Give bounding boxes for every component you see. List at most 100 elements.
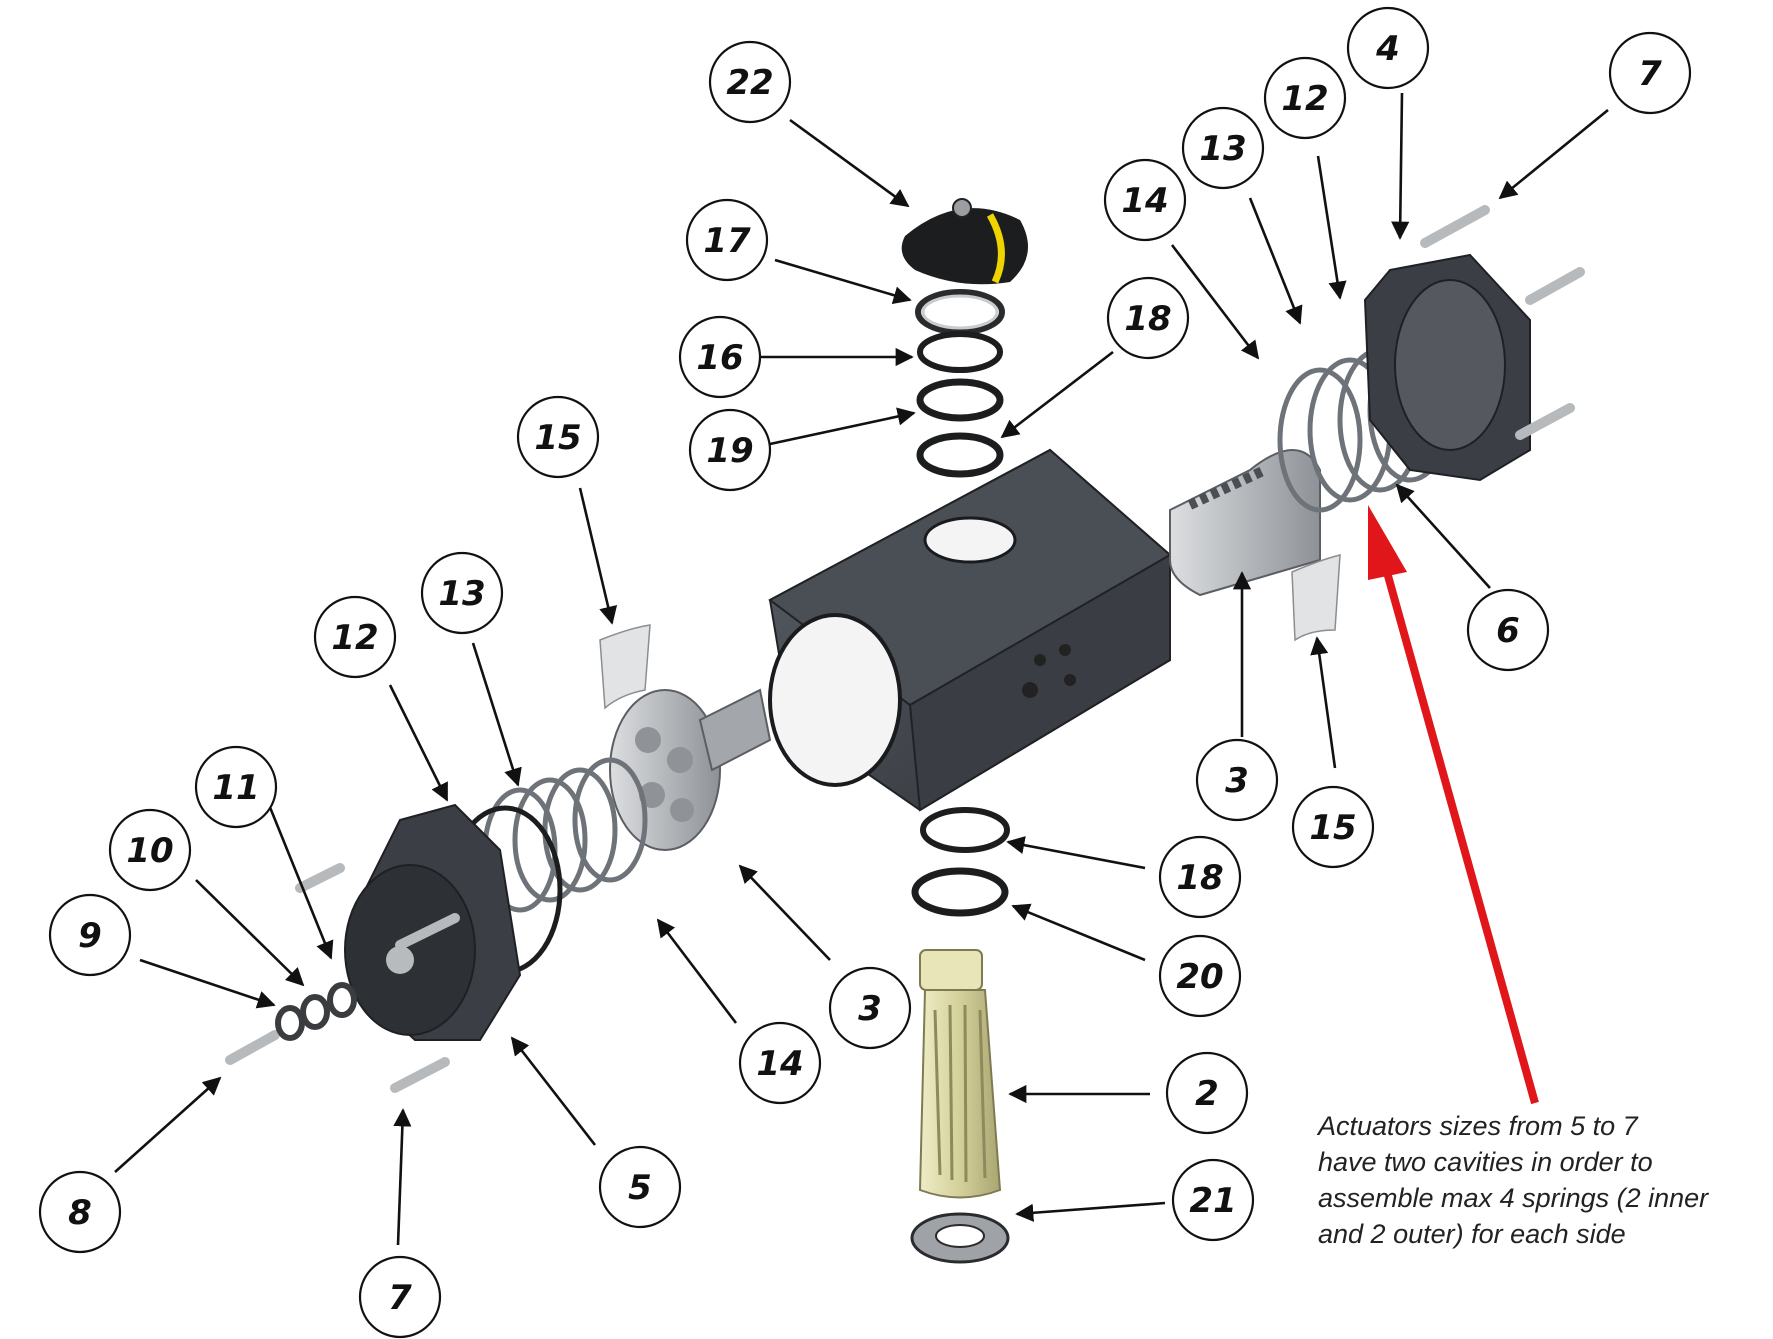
left-cap-bolts-part — [225, 863, 460, 1093]
callout-circle — [358, 1255, 442, 1339]
note-line: assemble max 4 springs (2 inner — [1318, 1183, 1709, 1213]
right-pad-part — [1291, 554, 1341, 642]
callout-number: 11 — [212, 768, 259, 808]
callout-number: 7 — [388, 1278, 412, 1318]
bottom-washer-part — [910, 1212, 1010, 1264]
callout-18: 18 — [1106, 276, 1190, 360]
callout-number: 21 — [1189, 1181, 1236, 1221]
left-pad-part — [599, 624, 651, 710]
callout-circle — [1103, 158, 1187, 242]
callout-circle — [1346, 6, 1430, 90]
callout-number: 16 — [696, 338, 743, 378]
callout-number: 6 — [1496, 611, 1520, 651]
callout-circle — [313, 595, 397, 679]
callout-number: 4 — [1375, 29, 1400, 69]
callout-11: 11 — [194, 745, 278, 829]
callout-circle — [194, 745, 278, 829]
left-piston-part — [609, 688, 772, 851]
callout-number: 13 — [1199, 129, 1246, 169]
callout-number: 7 — [1638, 54, 1662, 94]
callout-16: 16 — [678, 315, 762, 399]
callout-circle — [685, 198, 769, 282]
callout-number: 17 — [703, 221, 751, 261]
callout-5: 5 — [598, 1145, 682, 1229]
callout-number: 15 — [534, 418, 581, 458]
callout-number: 12 — [1281, 79, 1328, 119]
callout-number: 14 — [756, 1044, 803, 1084]
leader-arrows — [114, 92, 1609, 1246]
callout-number: 10 — [126, 831, 173, 871]
callout-17: 17 — [685, 198, 769, 282]
note-line: have two cavities in order to — [1318, 1147, 1653, 1177]
callout-circle — [1195, 738, 1279, 822]
callout-circle — [420, 551, 504, 635]
pinion-shaft-part — [918, 949, 1002, 1199]
callout-22: 22 — [708, 40, 792, 124]
callout-number: 14 — [1121, 181, 1168, 221]
callout-circle — [38, 1170, 122, 1254]
callout-number: 19 — [706, 431, 753, 471]
callout-20: 20 — [1158, 934, 1242, 1018]
callout-21: 21 — [1171, 1158, 1255, 1242]
callout-circle — [1263, 56, 1347, 140]
callout-circle — [1291, 785, 1375, 869]
bottom-rings-part — [911, 807, 1010, 917]
callout-10: 10 — [108, 808, 192, 892]
callout-12: 12 — [1263, 56, 1347, 140]
callout-circle — [738, 1021, 822, 1105]
callout-14: 14 — [1103, 158, 1187, 242]
callout-circle — [828, 966, 912, 1050]
spring-cavity-note: Actuators sizes from 5 to 7 have two cav… — [1318, 1108, 1748, 1252]
callout-7: 7 — [1608, 31, 1692, 115]
callout-circle — [1171, 1158, 1255, 1242]
callout-number: 18 — [1176, 858, 1223, 898]
callout-number: 22 — [726, 63, 773, 103]
callout-circle — [1608, 31, 1692, 115]
right-cap-bolts-part — [1420, 205, 1585, 440]
callout-circle — [1181, 106, 1265, 190]
callout-circle — [708, 40, 792, 124]
callout-3: 3 — [1195, 738, 1279, 822]
callout-circle — [516, 395, 600, 479]
note-line: Actuators sizes from 5 to 7 — [1318, 1111, 1638, 1141]
callout-circle — [1158, 934, 1242, 1018]
note-line: and 2 outer) for each side — [1318, 1219, 1626, 1249]
callout-15: 15 — [516, 395, 600, 479]
highlight-arrow — [1368, 505, 1539, 1105]
callout-number: 15 — [1309, 808, 1356, 848]
callout-9: 9 — [48, 893, 132, 977]
callout-number: 3 — [1225, 761, 1249, 801]
callout-number: 3 — [858, 989, 882, 1029]
callout-18: 18 — [1158, 835, 1242, 919]
position-indicator-part — [901, 198, 1028, 285]
callout-circle — [1466, 588, 1550, 672]
callout-circle — [1106, 276, 1190, 360]
callout-number: 2 — [1195, 1074, 1219, 1114]
callout-circle — [678, 315, 762, 399]
callout-number: 9 — [78, 916, 102, 956]
callout-number: 18 — [1124, 299, 1171, 339]
callout-number: 5 — [628, 1168, 652, 1208]
callout-number: 12 — [331, 618, 378, 658]
callout-bubbles: 2247121314171816191561312315111091820314… — [38, 6, 1692, 1339]
callout-circle — [598, 1145, 682, 1229]
callout-number: 8 — [68, 1193, 92, 1233]
callout-2: 2 — [1165, 1051, 1249, 1135]
callout-circle — [688, 408, 772, 492]
left-end-cap-part — [344, 803, 522, 1041]
callout-13: 13 — [1181, 106, 1265, 190]
callout-7: 7 — [358, 1255, 442, 1339]
callout-3: 3 — [828, 966, 912, 1050]
callout-19: 19 — [688, 408, 772, 492]
right-end-cap-part — [1363, 253, 1531, 482]
callout-8: 8 — [38, 1170, 122, 1254]
left-washers-part — [275, 982, 357, 1041]
actuator-body-part — [768, 448, 1172, 812]
top-rings-part — [915, 289, 1005, 478]
callout-circle — [48, 893, 132, 977]
callout-4: 4 — [1346, 6, 1430, 90]
callout-circle — [1165, 1051, 1249, 1135]
callout-6: 6 — [1466, 588, 1550, 672]
callout-12: 12 — [313, 595, 397, 679]
